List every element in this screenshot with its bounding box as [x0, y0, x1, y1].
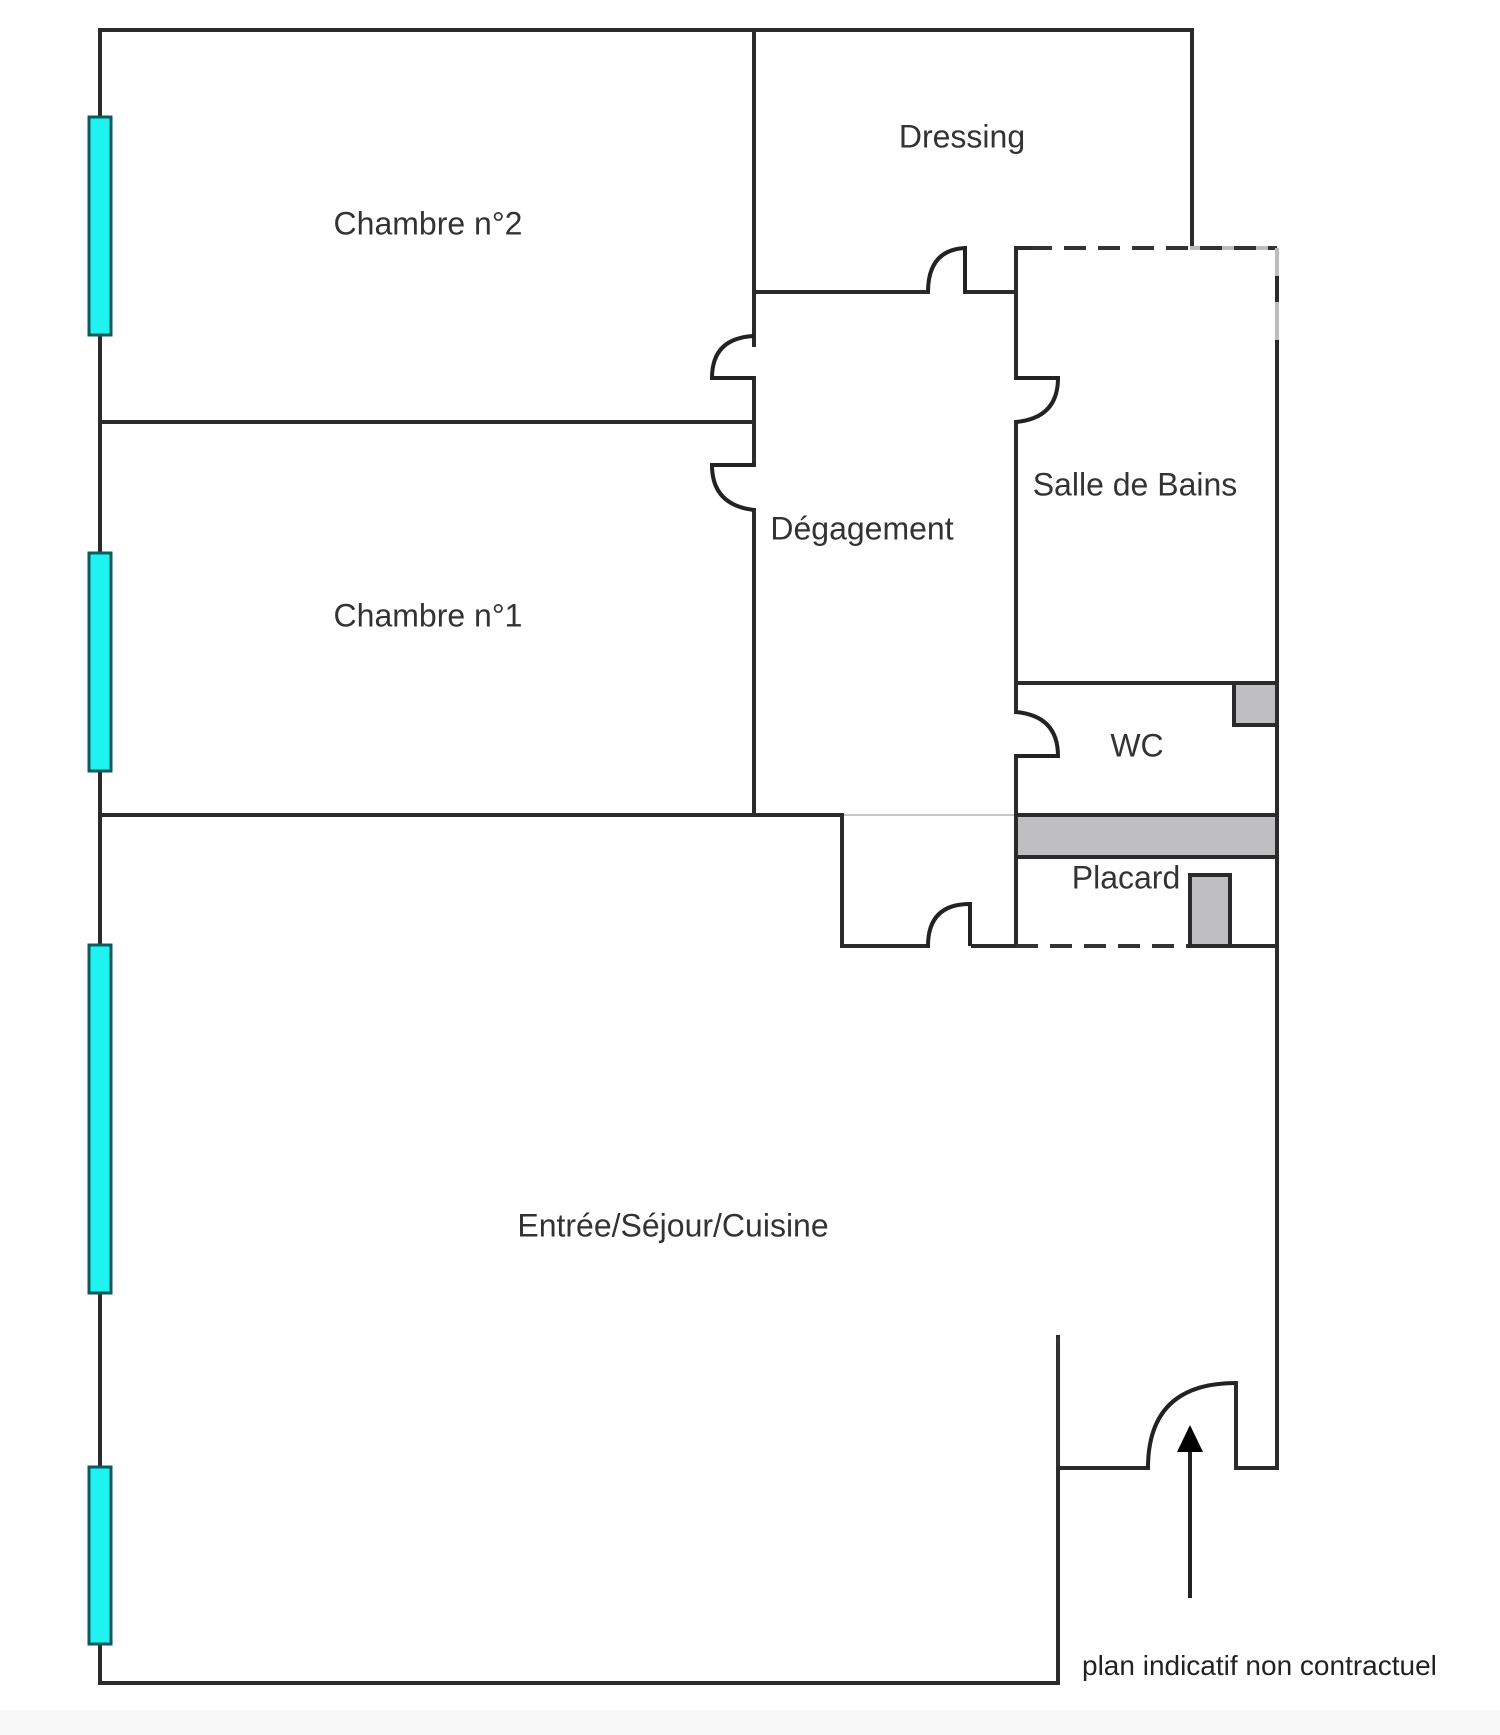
room-label-wc: WC [1110, 727, 1164, 764]
placard-fixture [1188, 873, 1232, 948]
door-chambre-2 [709, 334, 755, 380]
room-label-sejour: Entrée/Séjour/Cuisine [517, 1207, 829, 1244]
door-entrance [1146, 1381, 1237, 1469]
window-chambre-2 [87, 115, 113, 337]
footer-band [0, 1710, 1500, 1735]
room-label-degagement: Dégagement [770, 510, 954, 547]
window-sejour-1 [87, 943, 113, 1295]
interior-walls [98, 28, 1279, 1470]
door-chambre-1 [709, 463, 755, 512]
fixtures [1014, 681, 1279, 948]
doors [709, 245, 1237, 1469]
room-label-dressing: Dressing [898, 118, 1026, 155]
placard-shelf [1014, 813, 1279, 859]
window-chambre-1 [87, 551, 113, 773]
room-label-placard: Placard [1071, 859, 1181, 896]
door-wc [1015, 710, 1061, 758]
wc-fixture [1232, 681, 1279, 727]
door-vestibule [926, 901, 972, 947]
arrow-up-icon [1177, 1425, 1203, 1598]
disclaimer-note: plan indicatif non contractuel [1082, 1650, 1437, 1681]
window-sejour-2 [87, 1465, 113, 1646]
room-label-salle-de-bains: Salle de Bains [1032, 466, 1238, 503]
door-salle-de-bains [1015, 376, 1061, 424]
windows [87, 115, 113, 1646]
room-label-chambre-2: Chambre n°2 [333, 205, 523, 242]
room-label-chambre-1: Chambre n°1 [333, 597, 523, 634]
door-dressing [926, 245, 967, 293]
